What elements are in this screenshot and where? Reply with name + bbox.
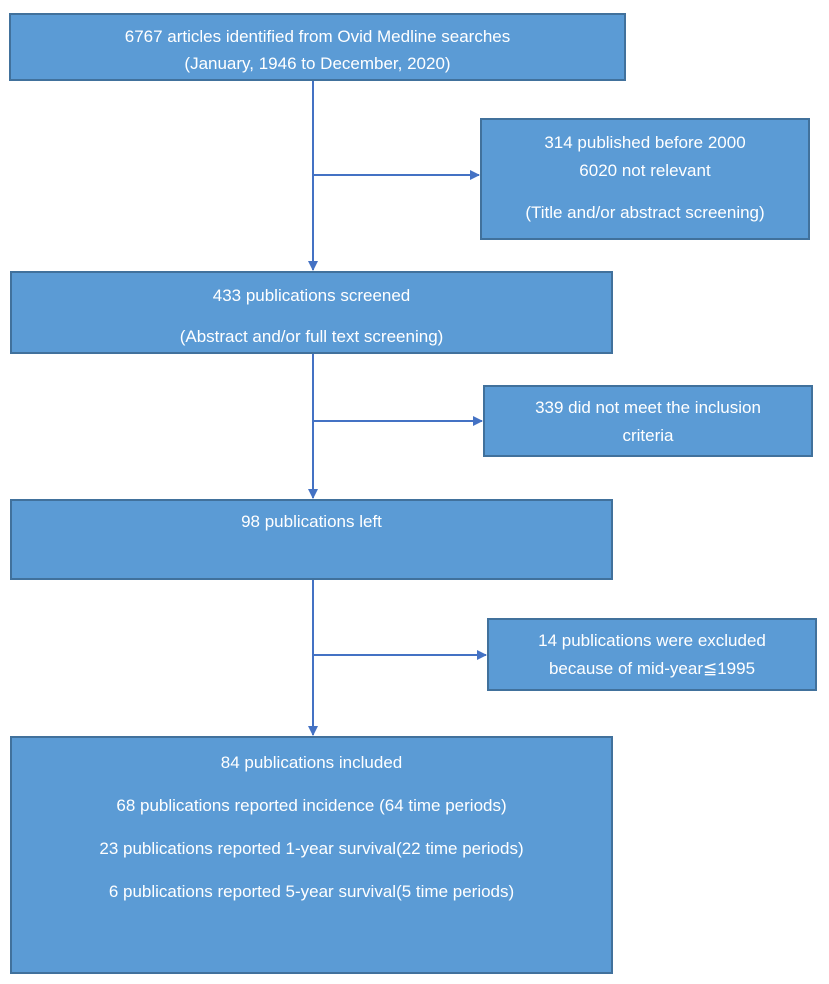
excluded-1-line-1: 314 published before 2000	[544, 133, 746, 152]
identified-box: 6767 articles identified from Ovid Medli…	[9, 13, 626, 81]
included-line-4: 6 publications reported 5-year survival(…	[108, 882, 515, 901]
excluded-screening-box: 314 published before 2000 6020 not relev…	[480, 118, 810, 240]
excluded-midyear-box: 14 publications were excluded because of…	[487, 618, 817, 691]
excluded-2-line-1: 339 did not meet the inclusion	[535, 398, 761, 417]
included-box: 84 publications included 68 publications…	[10, 736, 613, 974]
identified-line-2: (January, 1946 to December, 2020)	[184, 54, 451, 73]
excluded-criteria-box: 339 did not meet the inclusion criteria	[483, 385, 813, 457]
included-line-3: 23 publications reported 1-year survival…	[99, 839, 524, 858]
excluded-1-line-3: (Title and/or abstract screening)	[525, 203, 765, 222]
left-line-1: 98 publications left	[241, 512, 382, 531]
screened-line-2: (Abstract and/or full text screening)	[179, 327, 444, 346]
excluded-1-line-2: 6020 not relevant	[579, 161, 711, 180]
included-line-2: 68 publications reported incidence (64 t…	[116, 796, 507, 815]
excluded-3-line-2: because of mid-year≦1995	[548, 659, 756, 678]
screened-box: 433 publications screened (Abstract and/…	[10, 271, 613, 354]
screened-line-1: 433 publications screened	[212, 286, 411, 305]
excluded-3-line-1: 14 publications were excluded	[538, 631, 766, 650]
included-line-1: 84 publications included	[220, 753, 403, 772]
excluded-2-line-2: criteria	[622, 426, 674, 445]
left-box: 98 publications left	[10, 499, 613, 580]
identified-line-1: 6767 articles identified from Ovid Medli…	[124, 27, 511, 46]
